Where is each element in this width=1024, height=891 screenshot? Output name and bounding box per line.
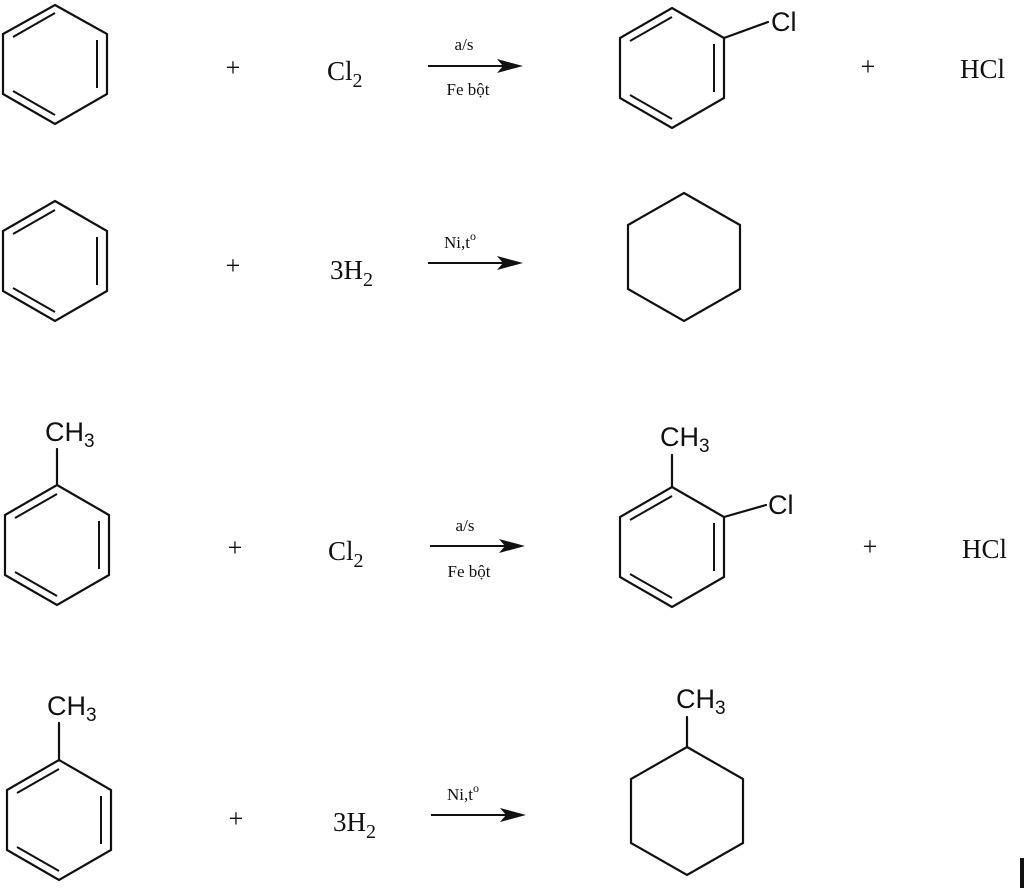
reaction-condition-top: Ni,to bbox=[447, 781, 479, 804]
plus-sign: + bbox=[863, 532, 878, 561]
benzene-ring bbox=[1, 199, 109, 323]
plus-sign: + bbox=[226, 251, 241, 280]
methyl-substituent: CH3 bbox=[676, 684, 726, 719]
reaction-1: + Cl2 a/s Fe bột Cl + HCl bbox=[1, 3, 1005, 130]
benzene-ring bbox=[1, 3, 109, 126]
plus-sign: + bbox=[228, 533, 243, 562]
reaction-condition-bottom: Fe bột bbox=[447, 80, 490, 99]
methyl-substituent: CH3 bbox=[47, 691, 97, 726]
byproduct-formula: HCl bbox=[962, 534, 1007, 564]
chloro-substituent: Cl bbox=[768, 490, 794, 520]
methylcyclohexane: CH3 bbox=[629, 684, 745, 877]
plus-sign: + bbox=[861, 52, 876, 81]
cyclohexane-ring bbox=[626, 191, 742, 323]
methyl-substituent: CH3 bbox=[45, 417, 95, 452]
byproduct-formula: HCl bbox=[960, 54, 1005, 84]
toluene: CH3 bbox=[3, 417, 111, 607]
reaction-2: + 3H2 Ni,to bbox=[1, 191, 742, 323]
chloro-substituent: Cl bbox=[771, 7, 797, 37]
toluene: CH3 bbox=[5, 691, 113, 882]
plus-sign: + bbox=[226, 53, 241, 82]
reaction-condition-top: a/s bbox=[455, 35, 474, 54]
chlorotoluene: CH3 Cl bbox=[618, 422, 794, 609]
reaction-condition-bottom: Fe bột bbox=[448, 562, 491, 581]
reaction-3: CH3 + Cl2 a/s Fe bột CH3 Cl + HCl bbox=[3, 417, 1007, 609]
reaction-condition-top: a/s bbox=[456, 516, 475, 535]
chlorobenzene: Cl bbox=[618, 6, 797, 130]
reagent-formula: Cl2 bbox=[328, 536, 364, 572]
reaction-condition-top: Ni,to bbox=[444, 229, 476, 252]
reagent-formula: Cl2 bbox=[327, 56, 363, 92]
methyl-substituent: CH3 bbox=[660, 422, 710, 457]
reaction-4: CH3 + 3H2 Ni,to CH3 bbox=[5, 684, 745, 882]
reagent-formula: 3H2 bbox=[330, 255, 373, 291]
plus-sign: + bbox=[229, 804, 244, 833]
reagent-formula: 3H2 bbox=[333, 807, 376, 843]
edge-mark bbox=[1020, 858, 1024, 888]
